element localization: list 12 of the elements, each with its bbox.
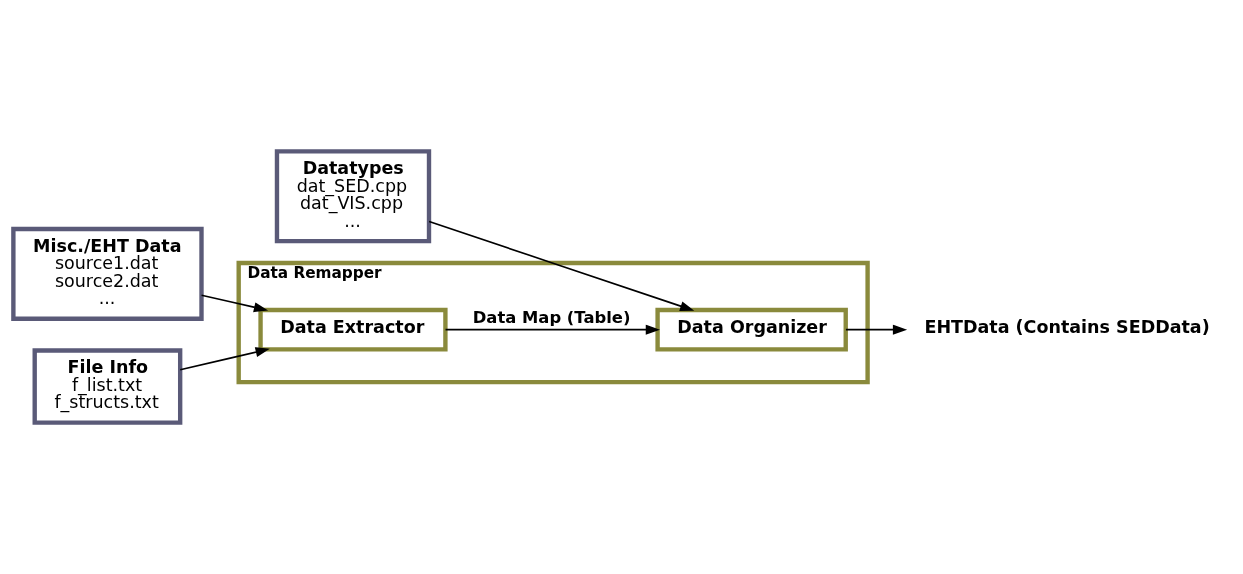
edge-label: Data Map (Table) — [472, 308, 631, 328]
arrow — [428, 220, 695, 311]
arrow — [845, 324, 908, 335]
node-box: Data Extractor — [258, 307, 448, 352]
node-box: Misc./EHT Data source1.dat source2.dat ... — [11, 226, 204, 321]
node-box: Data Organizer — [655, 307, 848, 352]
node-text: EHTData (Contains SEDData) — [924, 316, 1210, 337]
arrow — [179, 347, 270, 371]
arrow — [200, 294, 269, 313]
arrow — [444, 324, 660, 335]
node-box: File Info f_list.txt f_structs.txt — [32, 348, 183, 425]
node-box: Datatypes dat_SED.cpp dat_VIS.cpp ... — [274, 149, 432, 244]
